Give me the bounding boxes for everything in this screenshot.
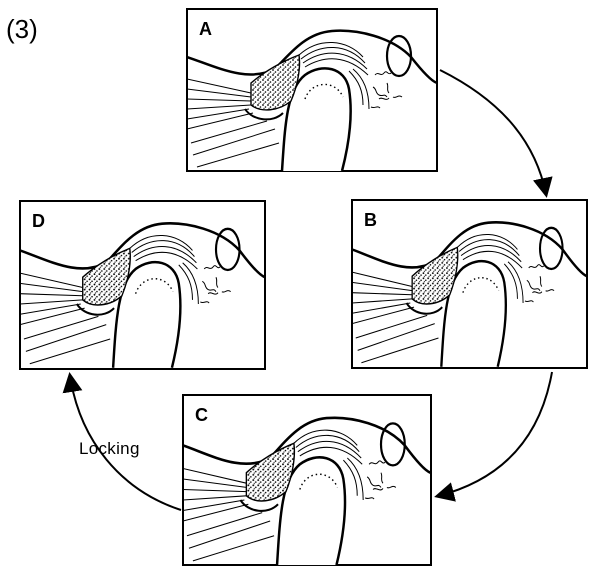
arrow-b-to-c [438,372,552,496]
panel-C: C [183,395,431,565]
arrow-a-to-b [440,70,546,194]
panel-A: A [187,9,437,171]
panel-D: D [20,201,265,369]
panel-D-letter: D [32,211,45,231]
panel-B: B [352,200,587,368]
panel-A-letter: A [199,19,212,39]
panel-C-letter: C [195,405,208,425]
panel-B-letter: B [364,210,377,230]
arrow-c-to-d [70,376,181,510]
